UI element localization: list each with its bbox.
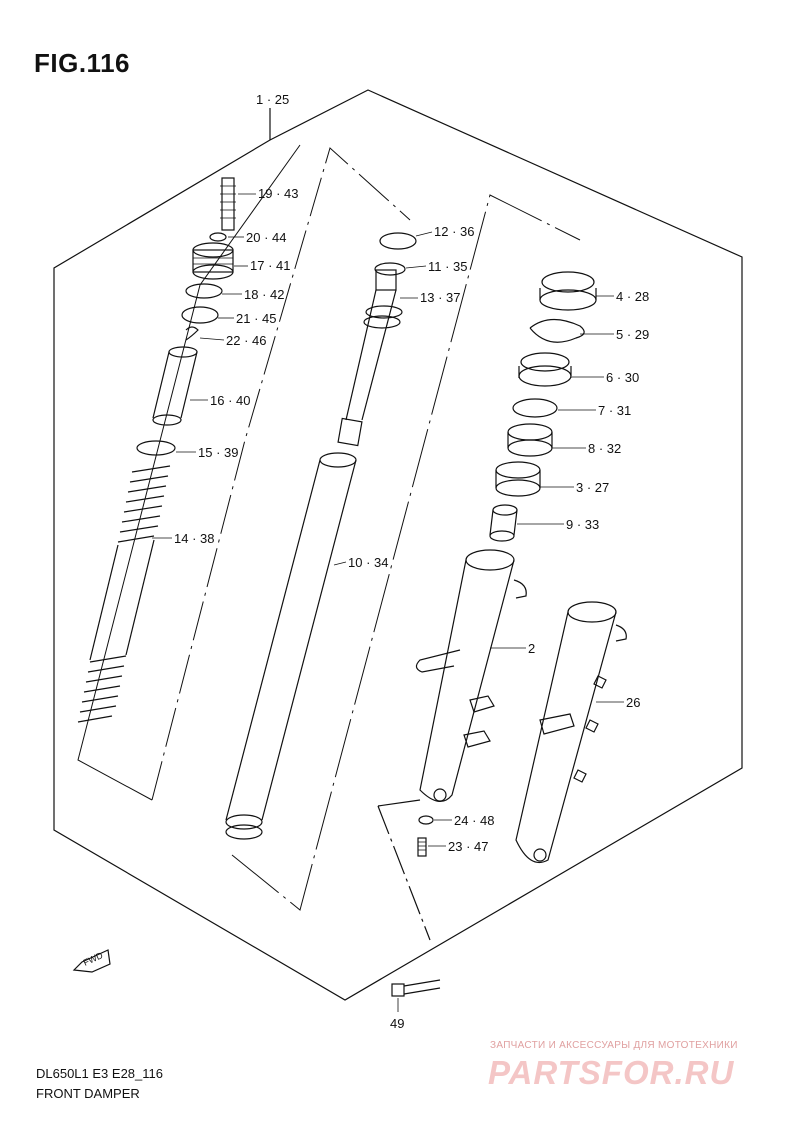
callout-17: 17 · 41: [250, 258, 290, 273]
bolt-leader: [377, 805, 431, 941]
watermark-logo: PARTSFOR.RU: [488, 1054, 735, 1091]
callout-11: 11 · 35: [428, 259, 468, 274]
part-19-adjuster: [220, 177, 236, 231]
part-4-dust-seal: [539, 271, 597, 311]
spring-group-box: [77, 144, 301, 801]
callout-14: 14 · 38: [174, 531, 214, 546]
figure-title: FIG.116: [34, 48, 130, 78]
callout-7: 7 · 31: [598, 403, 631, 418]
part-10-inner-tube: [225, 452, 357, 840]
part-15-washer: [136, 440, 176, 456]
part-11-ring: [374, 262, 406, 276]
part-2-outer-tube: [415, 549, 527, 802]
callout-21: 21 · 45: [236, 311, 276, 326]
spring-group-box-2: [151, 147, 411, 801]
part-26-outer-tube: [515, 601, 627, 864]
callout-24: 24 · 48: [454, 813, 494, 828]
part-6-oil-seal: [518, 352, 572, 387]
callout-9: 9 · 33: [566, 517, 599, 532]
callout-15: 15 · 39: [198, 445, 238, 460]
part-16-spacer: [152, 346, 198, 426]
callout-49: 49: [390, 1016, 404, 1031]
part-14-spring: [77, 465, 171, 723]
callout-16: 16 · 40: [210, 393, 250, 408]
callout-23: 23 · 47: [448, 839, 488, 854]
callout-12: 12 · 36: [434, 224, 474, 239]
callout-22: 22 · 46: [226, 333, 266, 348]
part-12-ring: [379, 232, 417, 250]
callout-1: 1 · 25: [256, 92, 289, 107]
fwd-arrow-icon: FWD: [72, 949, 111, 973]
part-18-oring: [185, 283, 223, 299]
part-8-guide-metal: [507, 423, 553, 457]
callout-19: 19 · 43: [258, 186, 298, 201]
callout-5: 5 · 29: [616, 327, 649, 342]
tube-box: [231, 194, 581, 911]
callout-6: 6 · 30: [606, 370, 639, 385]
part-49-bolt: [391, 979, 441, 997]
part-22-clip: [185, 326, 199, 341]
part-17-cap: [192, 242, 234, 280]
callout-4: 4 · 28: [616, 289, 649, 304]
diagram-subtitle: FRONT DAMPER: [36, 1086, 140, 1101]
bolt-leader-2: [377, 799, 421, 807]
assembly-outline: [53, 89, 743, 1001]
watermark-text: ЗАПЧАСТИ И АКСЕССУАРЫ ДЛЯ МОТОТЕХНИКИ: [490, 1040, 738, 1051]
part-23-bolt: [417, 837, 427, 857]
part-7-washer: [512, 398, 558, 418]
part-9-bushing: [489, 504, 518, 542]
callout-18: 18 · 42: [244, 287, 284, 302]
callout-20: 20 · 44: [246, 230, 286, 245]
callout-8: 8 · 32: [588, 441, 621, 456]
leader-lines: [152, 193, 624, 1012]
callout-10: 10 · 34: [348, 555, 388, 570]
callout-3: 3 · 27: [576, 480, 609, 495]
callout-26: 26: [626, 695, 640, 710]
callout-2: 2: [528, 641, 535, 656]
part-3-guide-metal: [495, 461, 541, 497]
part-24-washer: [418, 815, 434, 825]
part-13-damper-rod: [337, 269, 403, 447]
callout-13: 13 · 37: [420, 290, 460, 305]
part-21-washer: [181, 306, 219, 324]
part-5-stopper-ring: [529, 318, 585, 343]
part-20-oring: [209, 232, 227, 242]
model-code: DL650L1 E3 E28_116: [36, 1066, 163, 1081]
